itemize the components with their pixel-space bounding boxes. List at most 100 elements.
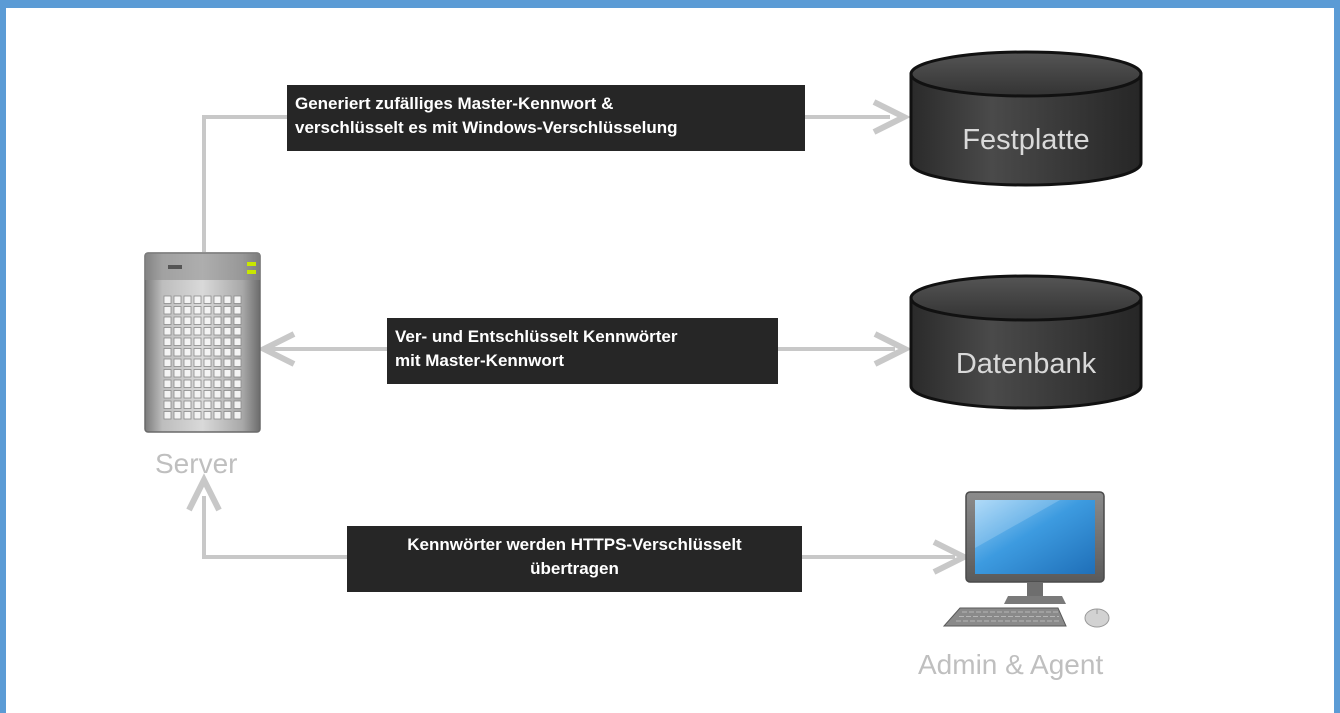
server-vent-cell [193, 411, 202, 420]
server-vent-cell [213, 400, 222, 409]
server-vent-cell [193, 316, 202, 325]
server-vent-cell [213, 295, 222, 304]
server-vent-cell [233, 348, 242, 357]
server-vent-cell [183, 369, 192, 378]
server-vent-cell [213, 369, 222, 378]
label-server-to-disk-line1: Generiert zufälliges Master-Kennwort & [295, 94, 614, 113]
server-vent-cell [173, 337, 182, 346]
server-vent-cell [223, 327, 232, 336]
server-vent-cell [223, 411, 232, 420]
server-vent-cell [203, 400, 212, 409]
server-vent-cell [203, 348, 212, 357]
server-vent-cell [213, 379, 222, 388]
server-vent-cell [163, 348, 172, 357]
server-vent-cell [223, 348, 232, 357]
label-client-server-line2: übertragen [530, 559, 619, 578]
server-vent-cell [173, 295, 182, 304]
server-vent-cell [203, 358, 212, 367]
server-vent-cell [193, 358, 202, 367]
server-vent-cell [203, 390, 212, 399]
server-vent-cell [203, 316, 212, 325]
label-client-server-line1: Kennwörter werden HTTPS-Verschlüsselt [407, 535, 742, 554]
server-vent-cell [193, 348, 202, 357]
server-vent-cell [213, 390, 222, 399]
server-vent-cell [173, 358, 182, 367]
server-vent-cell [163, 369, 172, 378]
server-vent-cell [203, 411, 212, 420]
server-vent-cell [163, 327, 172, 336]
server-vent-cell [203, 379, 212, 388]
server-vent-cell [223, 390, 232, 399]
server-vent-cell [213, 316, 222, 325]
server-vent-cell [183, 348, 192, 357]
server-vent-cell [203, 306, 212, 315]
server-vent-cell [203, 295, 212, 304]
database-label: Datenbank [956, 348, 1097, 380]
server-vent-cell [233, 295, 242, 304]
server-vent-cell [223, 400, 232, 409]
server-vent-cell [183, 327, 192, 336]
server-vent-cell [193, 337, 202, 346]
server-vent-cell [163, 411, 172, 420]
server-vent-cell [193, 327, 202, 336]
server-vent-cell [213, 411, 222, 420]
server-vent-cell [183, 306, 192, 315]
monitor-icon [942, 491, 1110, 628]
server-vent-cell [213, 327, 222, 336]
server-vent-cell [203, 337, 212, 346]
server-vent-cell [193, 295, 202, 304]
server-icon [144, 252, 261, 433]
server-vent-cell [193, 390, 202, 399]
server-vent-cell [223, 306, 232, 315]
server-vent-cell [183, 337, 192, 346]
server-vent-cell [233, 379, 242, 388]
server-vent-cell [213, 337, 222, 346]
server-vent-cell [173, 327, 182, 336]
label-server-database: Ver- und Entschlüsselt Kennwörter mit Ma… [387, 318, 778, 384]
server-vent-cell [203, 369, 212, 378]
server-label: Server [155, 448, 238, 479]
label-server-to-disk-line2: verschlüsselt es mit Windows-Verschlüsse… [295, 118, 678, 137]
server-vent-cell [223, 369, 232, 378]
server-vent-cell [203, 327, 212, 336]
server-vent-cell [163, 306, 172, 315]
server-vent-cell [233, 316, 242, 325]
database-cylinder-icon: Datenbank [909, 274, 1143, 410]
server-vent-cell [213, 348, 222, 357]
server-vent-cell [223, 358, 232, 367]
server-vent-cell [163, 316, 172, 325]
server-vent-cell [173, 369, 182, 378]
server-vent-cell [183, 390, 192, 399]
label-server-database-line1: Ver- und Entschlüsselt Kennwörter [395, 327, 678, 346]
server-vent-cell [233, 369, 242, 378]
server-vent-cell [173, 316, 182, 325]
server-vent-cell [173, 348, 182, 357]
server-vent-cell [193, 379, 202, 388]
server-vent-cell [233, 390, 242, 399]
server-vent-cell [163, 337, 172, 346]
server-vent-cell [173, 379, 182, 388]
server-vent-cell [233, 306, 242, 315]
server-vent-cell [233, 400, 242, 409]
server-vent-cell [223, 379, 232, 388]
server-vent-cell [173, 400, 182, 409]
client-label: Admin & Agent [918, 649, 1104, 680]
server-vent-cell [233, 411, 242, 420]
server-vent-cell [163, 379, 172, 388]
label-server-database-line2: mit Master-Kennwort [395, 351, 565, 370]
server-vent-cell [183, 316, 192, 325]
server-vent-cell [233, 358, 242, 367]
server-vent-cell [173, 411, 182, 420]
server-vent-cell [193, 400, 202, 409]
server-vent-cell [233, 327, 242, 336]
server-vent-cell [173, 306, 182, 315]
server-vent-cell [193, 369, 202, 378]
server-vent-cell [183, 295, 192, 304]
server-vent-cell [183, 379, 192, 388]
server-vent-cell [183, 358, 192, 367]
server-vent-cell [183, 400, 192, 409]
server-vent-cell [163, 390, 172, 399]
server-vent-cell [223, 337, 232, 346]
server-vent-cell [163, 295, 172, 304]
